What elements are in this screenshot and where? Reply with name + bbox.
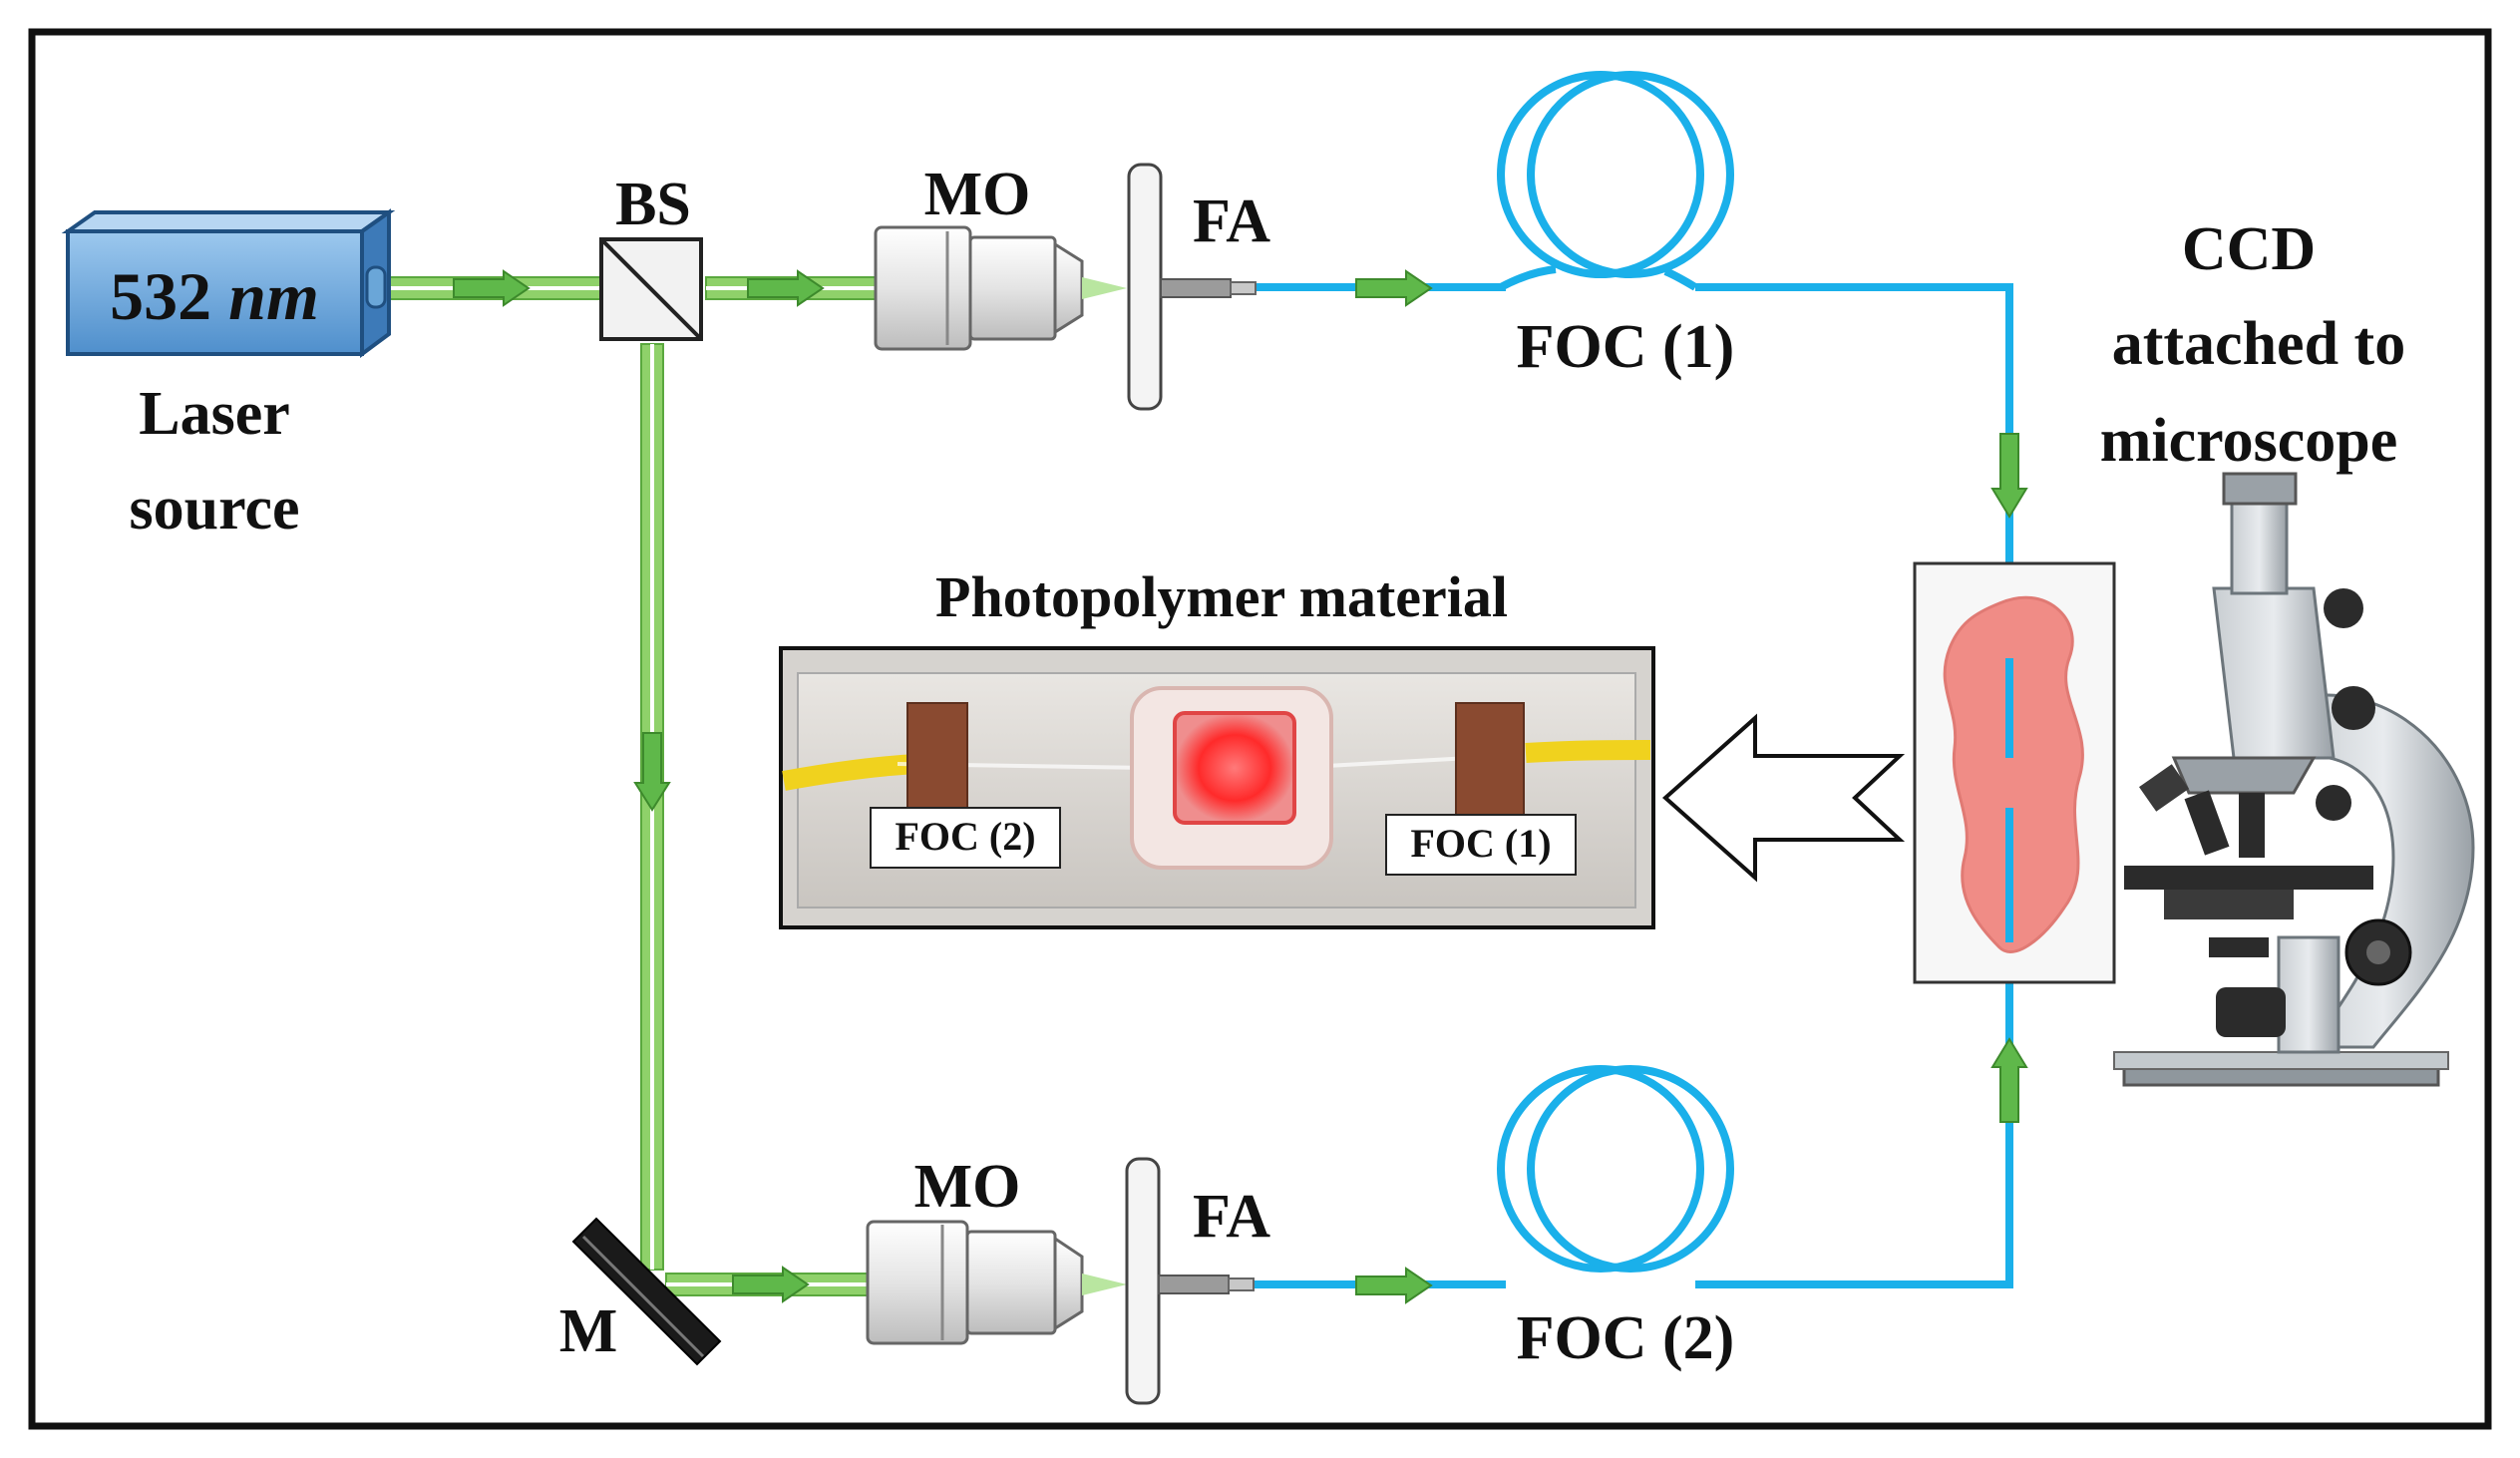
beam-splitter-diagonal [599,237,703,341]
sample-tag-left-box [870,807,1061,869]
fiber-coil-bottom-loop-2 [1527,1065,1734,1273]
fiber-arrow-down [1990,433,2028,519]
mirror-plate [571,1217,722,1366]
ccd-label-line3: microscope [2100,407,2397,475]
beam-arrow-4 [732,1266,810,1303]
microscope-stage [2124,866,2373,890]
laser-label-line2: source [129,475,299,543]
mirror-label: M [559,1297,618,1365]
laser-wavelength: 532 nm [110,258,319,334]
fiber-adapter-bottom [1125,1157,1255,1405]
sample-tape-left [906,702,968,814]
mo-top-label: MO [924,161,1031,228]
fiber-arrow-top [1355,269,1433,307]
beam-arrow-1 [453,269,531,307]
mo-bottom-label: MO [914,1153,1021,1221]
laser-aperture [365,265,387,309]
fiber-arrow-bottom [1355,1267,1433,1304]
foc-bottom-label: FOC (2) [1517,1304,1735,1372]
fiber-top-to-sample [1695,283,2013,638]
fa-bottom-label: FA [1193,1183,1270,1251]
fiber-adapter-top [1127,163,1257,411]
focus-cone-top [1082,277,1127,299]
microscope-head [2212,586,2336,760]
microscope-objective-bottom [866,1220,1127,1345]
sample-tag-right-box [1385,814,1577,876]
ccd-label-line1: CCD [2182,215,2316,283]
foc-top-label: FOC (1) [1517,313,1735,381]
fiber-coil-top-join [1499,265,1698,291]
zoom-arrow-left [1661,713,1906,883]
fiber-coil-bottom-loop-1 [1497,1065,1704,1273]
sample-photo: FOC (2) FOC (1) [779,646,1655,929]
laser-source: 532 nm [61,208,396,358]
fiber-arrow-up [1990,1037,2028,1123]
laser-front-face [66,229,364,356]
focus-cone-bottom [1082,1274,1127,1295]
free-space-beams [383,269,879,1303]
microscope-objective-top [874,225,1127,351]
laser-top-face [61,210,396,233]
mirror [571,1217,722,1366]
sample-tag-left: FOC (2) [895,814,1035,859]
sample-fiber-right [1525,740,1651,763]
beam-arrow-3 [633,732,671,812]
fiber-coil-top-loop-1 [1497,71,1704,278]
fa-top-label: FA [1193,187,1270,255]
beam-splitter-label: BS [615,171,691,238]
sample-photopolymer-blob [1943,595,2084,953]
sample-tape-right [1455,702,1525,819]
microscope-eyepiece-tube [2230,497,2289,595]
ccd-label-line2: attached to [2112,310,2405,378]
sample-title: Photopolymer material [935,564,1508,629]
sample-tag-right: FOC (1) [1410,821,1551,866]
sample-cell-glow [1173,711,1296,825]
microscope-icon [2113,472,2475,1087]
laser-label-line1: Laser [139,380,290,448]
microscope-eyepiece [2222,472,2298,506]
microscope-arm [2292,693,2475,1049]
microscope-knob-fine [2332,686,2375,730]
beam-arrow-2 [747,269,825,307]
beam-splitter [599,237,703,341]
fiber-arrows [1355,269,2028,1304]
fiber-coil-top-loop-2 [1527,71,1734,278]
sample-holder [1913,561,2116,984]
